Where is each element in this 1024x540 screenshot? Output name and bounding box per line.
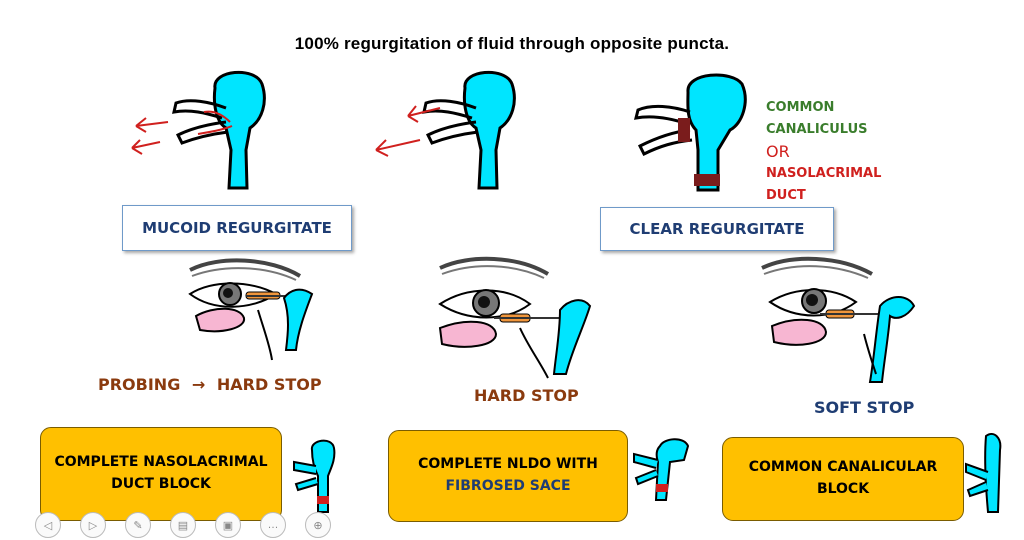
eye-probing-2 [438,256,592,379]
small-sac-icon-2 [633,438,690,501]
probing-hard-stop-label: PROBING → HARD STOP [98,375,322,394]
sac-diagram-mucoid-1 [131,70,266,190]
diagnosis-box1-line1: COMPLETE NASOLACRIMAL [54,454,268,471]
common-canaliculus-block [678,118,690,142]
small-sac-icons [293,432,1002,513]
eye-probing-3 [761,256,916,383]
label-or: OR [766,142,790,161]
soft-stop-label: SOFT STOP [814,398,915,417]
arrow-icon: → [191,375,206,394]
hard-stop-text: HARD STOP [216,375,322,394]
slide-title: 100% regurgitation of fluid through oppo… [294,34,730,53]
sac-diagrams [131,70,747,192]
screen-button[interactable]: ▣ [215,512,241,538]
diagnosis-box2-line1: COMPLETE NLDO WITH [418,456,598,473]
pen-tool-button[interactable]: ✎ [125,512,151,538]
diagnosis-box1-line2: DUCT BLOCK [111,476,211,492]
label-canaliculus: CANALICULUS [766,122,868,137]
previous-slide-button[interactable]: ◁ [35,512,61,538]
probing-text: PROBING [98,375,181,394]
sac-diagram-clear [633,73,747,192]
label-nasolacrimal: NASOLACRIMAL [766,166,882,181]
next-icon: ▷ [88,519,98,532]
diagnosis-box3-line2: BLOCK [816,481,870,497]
diagnosis-box-common-canalicular: COMMON CANALICULAR BLOCK [722,437,964,521]
diagnosis-box-complete-nldo: COMPLETE NLDO WITH FIBROSED SACE [388,430,628,522]
diagnosis-box2-line2: FIBROSED SACE [445,478,571,494]
slides-icon: ▤ [177,519,189,532]
label-common: COMMON [766,100,835,115]
slideshow-toolbar: ◁ ▷ ✎ ▤ ▣ … ⊕ [35,512,331,538]
nasolacrimal-duct-block [694,174,720,186]
more-icon: … [267,519,279,531]
mucoid-regurgitate-box: MUCOID REGURGITATE [122,205,352,251]
small-sac-icon-3 [965,432,1002,513]
clear-regurgitate-box: CLEAR REGURGITATE [600,207,834,251]
see-all-slides-button[interactable]: ▤ [170,512,196,538]
pen-icon: ✎ [133,519,143,532]
block-site-label: COMMON CANALICULUS OR NASOLACRIMAL DUCT [766,97,881,207]
hard-stop-label: HARD STOP [474,386,579,405]
zoom-button[interactable]: ⊕ [305,512,331,538]
screen-icon: ▣ [222,519,234,532]
label-duct: DUCT [766,188,806,203]
zoom-icon: ⊕ [313,519,323,532]
eye-probing-1 [188,258,314,361]
small-sac-icon-1 [293,439,336,513]
diagnosis-box-complete-nld-block: COMPLETE NASOLACRIMAL DUCT BLOCK [40,427,282,521]
sac-diagram-mucoid-2 [375,70,516,190]
next-slide-button[interactable]: ▷ [80,512,106,538]
probing-illustrations [188,256,916,383]
diagnosis-box3-line1: COMMON CANALICULAR [748,459,938,476]
prev-icon: ◁ [43,519,53,532]
more-options-button[interactable]: … [260,512,286,538]
